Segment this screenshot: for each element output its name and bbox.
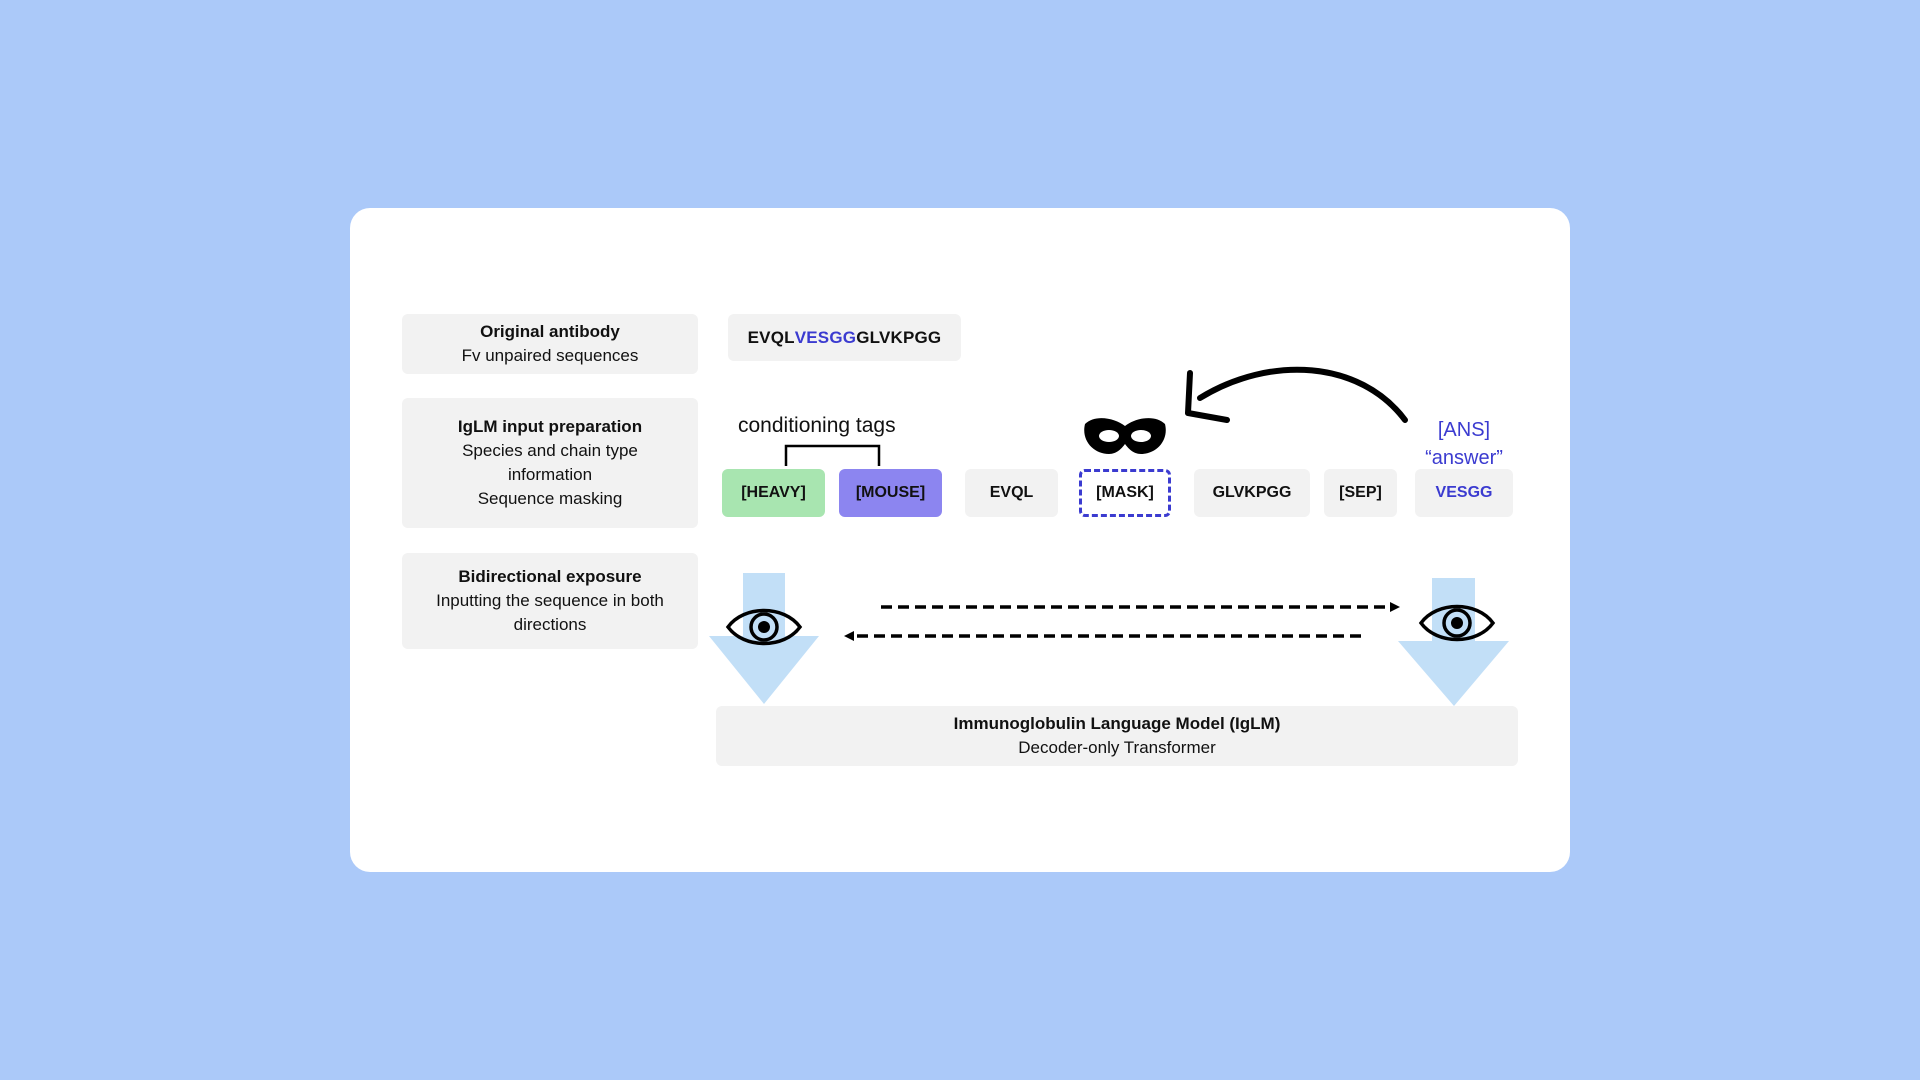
curved-arrow-head: [1185, 370, 1230, 423]
row-line: directions: [513, 615, 587, 634]
conditioning-bracket: [784, 444, 881, 466]
model-box: Immunoglobulin Language Model (IgLM) Dec…: [716, 706, 1518, 766]
conditioning-tags-label: conditioning tags: [738, 414, 896, 437]
answer-label: [ANS] “answer”: [1410, 416, 1518, 472]
sequence-suffix: GLVKPGG: [856, 327, 942, 347]
row-title: Original antibody: [480, 322, 620, 341]
row-title: Bidirectional exposure: [458, 567, 642, 586]
model-subtitle: Decoder-only Transformer: [1018, 738, 1216, 757]
row-bidirectional-exposure: Bidirectional exposure Inputting the seq…: [402, 553, 698, 649]
token-sep: [SEP]: [1324, 469, 1397, 517]
model-title: Immunoglobulin Language Model (IgLM): [953, 714, 1281, 733]
right-eye-icon: [1418, 604, 1496, 642]
token-heavy: [HEAVY]: [722, 469, 825, 517]
token-mouse: [MOUSE]: [839, 469, 942, 517]
row-line: Sequence masking: [477, 489, 623, 508]
row-title: IgLM input preparation: [457, 417, 643, 436]
mask-icon: [1084, 418, 1166, 454]
answer-word-label: “answer”: [1425, 447, 1503, 469]
row-line: Species and chain type: [462, 441, 638, 460]
curved-arrow: [1197, 366, 1408, 423]
row-line: information: [507, 465, 593, 484]
row-line: Fv unpaired sequences: [461, 346, 639, 365]
row-original-antibody: Original antibody Fv unpaired sequences: [402, 314, 698, 374]
row-line: Inputting the sequence in both: [436, 591, 664, 610]
answer-token-label: [ANS]: [1437, 419, 1491, 441]
left-eye-icon: [725, 608, 803, 646]
row-input-preparation: IgLM input preparation Species and chain…: [402, 398, 698, 528]
token-evql: EVQL: [965, 469, 1058, 517]
token-vesgg: VESGG: [1415, 469, 1513, 517]
right-down-arrow: [1398, 578, 1509, 706]
token-mask: [MASK]: [1079, 469, 1171, 517]
sequence-prefix: EVQL: [747, 327, 795, 347]
sequence-highlight: VESGG: [794, 327, 857, 347]
token-glvkpgg: GLVKPGG: [1194, 469, 1310, 517]
